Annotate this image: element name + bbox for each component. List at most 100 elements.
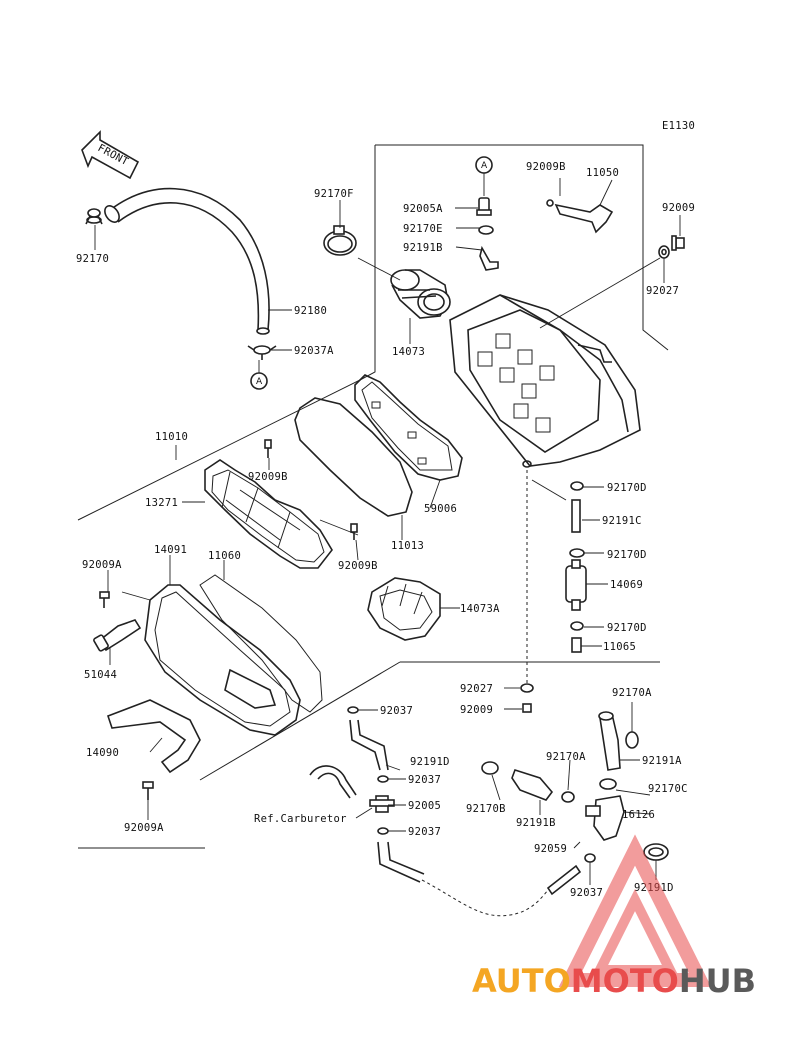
clip-92037-d-icon	[584, 853, 596, 863]
label-11013: 11013	[391, 540, 424, 552]
label-92191D: 92191D	[410, 756, 450, 768]
filter-sponge-11013-icon	[294, 397, 413, 517]
clip-92170E-icon	[478, 225, 494, 235]
label-92191E: 92191C	[602, 515, 642, 527]
label-92170E: 92170E	[403, 223, 443, 235]
bracket-11050-icon	[546, 199, 614, 234]
svg-text:A: A	[256, 377, 263, 387]
svg-text:A: A	[481, 161, 488, 171]
label-92170C: 92170C	[648, 783, 688, 795]
label-92180: 92191D	[634, 882, 674, 894]
hose-92191B-icon	[511, 769, 554, 801]
clamp-92170C-icon	[599, 778, 617, 790]
fitting-92005-icon	[369, 795, 395, 813]
label-92037-a: 92037	[380, 705, 413, 717]
air-cleaner-housing-icon	[449, 294, 641, 468]
label-92037-c: 92037	[408, 826, 441, 838]
axis-line	[526, 470, 567, 686]
label-11060: 11060	[208, 550, 241, 562]
label-92170D-b: 92170D	[607, 549, 647, 561]
bolt-92009-top-icon	[671, 235, 685, 251]
label-14090: 14090	[86, 747, 119, 759]
label-92170: 92170	[76, 253, 109, 265]
cover-14091-icon	[144, 584, 301, 736]
label-11065: 11065	[603, 641, 636, 653]
ref-carburetor-label: Ref.Carburetor	[254, 813, 347, 825]
clip-92037-b-icon	[377, 775, 389, 783]
clamp-92170B-icon	[481, 761, 499, 775]
screw-92009A-a-icon	[99, 591, 110, 608]
clamp-92170D-a-icon	[570, 481, 584, 491]
hose-92191A-icon	[598, 711, 621, 771]
plug-51044-icon	[93, 619, 142, 652]
label-92037-b: 92037	[408, 774, 441, 786]
fitting-92005A-icon	[476, 197, 492, 216]
breather-hose	[104, 187, 270, 335]
hose-92191C-icon	[479, 245, 499, 271]
clip-92037-a-icon	[347, 706, 359, 714]
hose-lower-icon	[377, 841, 549, 917]
hose-92191E-icon	[571, 499, 581, 533]
clamp-92170D-c-icon	[570, 621, 584, 631]
clamp-92170A-b-icon	[561, 791, 575, 803]
label-13271: 13271	[145, 497, 178, 509]
label-92027-top: 92027	[646, 285, 679, 297]
bolt-92009B-b-icon	[350, 523, 358, 540]
screw-92009A-b-icon	[142, 781, 154, 800]
label-92009B-b: 92009B	[338, 560, 378, 572]
clamp-92170A-a-icon	[625, 731, 639, 749]
washer-92027-top-icon	[658, 245, 670, 259]
part-labels: 92170 92180 92037A 92170F 14073 92005A 9…	[76, 161, 695, 899]
clamp-92180-icon	[643, 843, 669, 861]
label-59006: 59006	[424, 503, 457, 515]
bracket-14090-icon	[106, 699, 201, 774]
label-92037A: 92037A	[294, 345, 334, 357]
label-92170B: 92170B	[466, 803, 506, 815]
label-11050: 11050	[586, 167, 619, 179]
diagram-code: E1130	[662, 120, 695, 132]
valve-16126-icon	[585, 795, 625, 841]
duct-14073A-icon	[367, 577, 441, 641]
label-92005: 92005	[408, 800, 441, 812]
ref-circle-a-bottom: A	[250, 360, 268, 390]
gasket-11060-icon	[199, 574, 323, 713]
label-14073A: 14073A	[460, 603, 500, 615]
clip-92037-c-icon	[377, 827, 389, 835]
label-14091: 14091	[154, 544, 187, 556]
label-16126: 16126	[622, 809, 655, 821]
front-arrow-icon: FRONT	[81, 130, 140, 180]
label-92170F: 92170F	[314, 188, 354, 200]
clamp-92037A-icon	[247, 345, 277, 360]
label-14069: 14069	[610, 579, 643, 591]
label-92009-top: 92009	[662, 202, 695, 214]
label-11010: 11010	[155, 431, 188, 443]
carburetor-hose-icon	[309, 765, 357, 799]
label-92191A: 92191A	[642, 755, 682, 767]
label-92009B-top: 92009B	[526, 161, 566, 173]
label-92170D-c: 92170D	[607, 622, 647, 634]
ref-circle-a-top: A	[475, 156, 493, 196]
label-51044: 51044	[84, 669, 117, 681]
clamp-92170F-icon	[323, 225, 357, 256]
label-92191C: 92191B	[403, 242, 443, 254]
label-92191: 92180	[294, 305, 327, 317]
label-92170D-a: 92170D	[607, 482, 647, 494]
bolt-92009B-a-icon	[264, 439, 272, 458]
label-92170A-b: 92170A	[546, 751, 586, 763]
label-92009B-a: 92009B	[248, 471, 288, 483]
bolt-92009-mid-icon	[522, 703, 532, 713]
cap-11065-icon	[571, 637, 582, 653]
element-holder-13271-icon	[204, 459, 333, 569]
label-14073: 14073	[392, 346, 425, 358]
label-92037-d: 92037	[570, 887, 603, 899]
label-92009A-a: 92009A	[82, 559, 122, 571]
front-label: FRONT	[96, 142, 131, 168]
label-92009-mid: 92009	[460, 704, 493, 716]
separator-14069-icon	[565, 559, 587, 611]
duct-14073-icon	[390, 269, 451, 319]
label-92191B-hose-label: 92191B	[516, 817, 556, 829]
label-92005A: 92005A	[403, 203, 443, 215]
washer-92027-mid-icon	[520, 683, 534, 693]
label-92009A-b: 92009A	[124, 822, 164, 834]
